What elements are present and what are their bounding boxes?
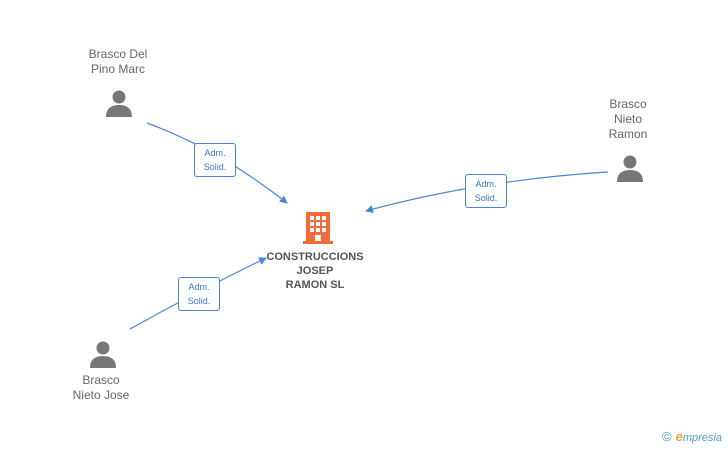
empresia-logo: © empresia: [662, 429, 722, 444]
relation-label-jose: Adm. Solid.: [178, 277, 220, 311]
person-icon[interactable]: [615, 153, 645, 183]
building-icon[interactable]: [303, 210, 333, 244]
brand-initial: e: [675, 429, 683, 444]
company-name[interactable]: CONSTRUCCIONS JOSEP RAMON SL: [266, 251, 364, 291]
person-icon[interactable]: [104, 88, 134, 118]
person-icon[interactable]: [88, 339, 118, 369]
relation-label-ramon: Adm. Solid.: [465, 174, 507, 208]
person-name-marc: Brasco Del Pino Marc: [88, 47, 148, 76]
person-name-ramon: Brasco Nieto Ramon: [608, 97, 648, 141]
copyright-icon: ©: [662, 429, 672, 444]
person-name-jose: Brasco Nieto Jose: [72, 373, 130, 402]
relation-label-marc: Adm. Solid.: [194, 143, 236, 177]
brand-name: mpresia: [682, 432, 722, 444]
